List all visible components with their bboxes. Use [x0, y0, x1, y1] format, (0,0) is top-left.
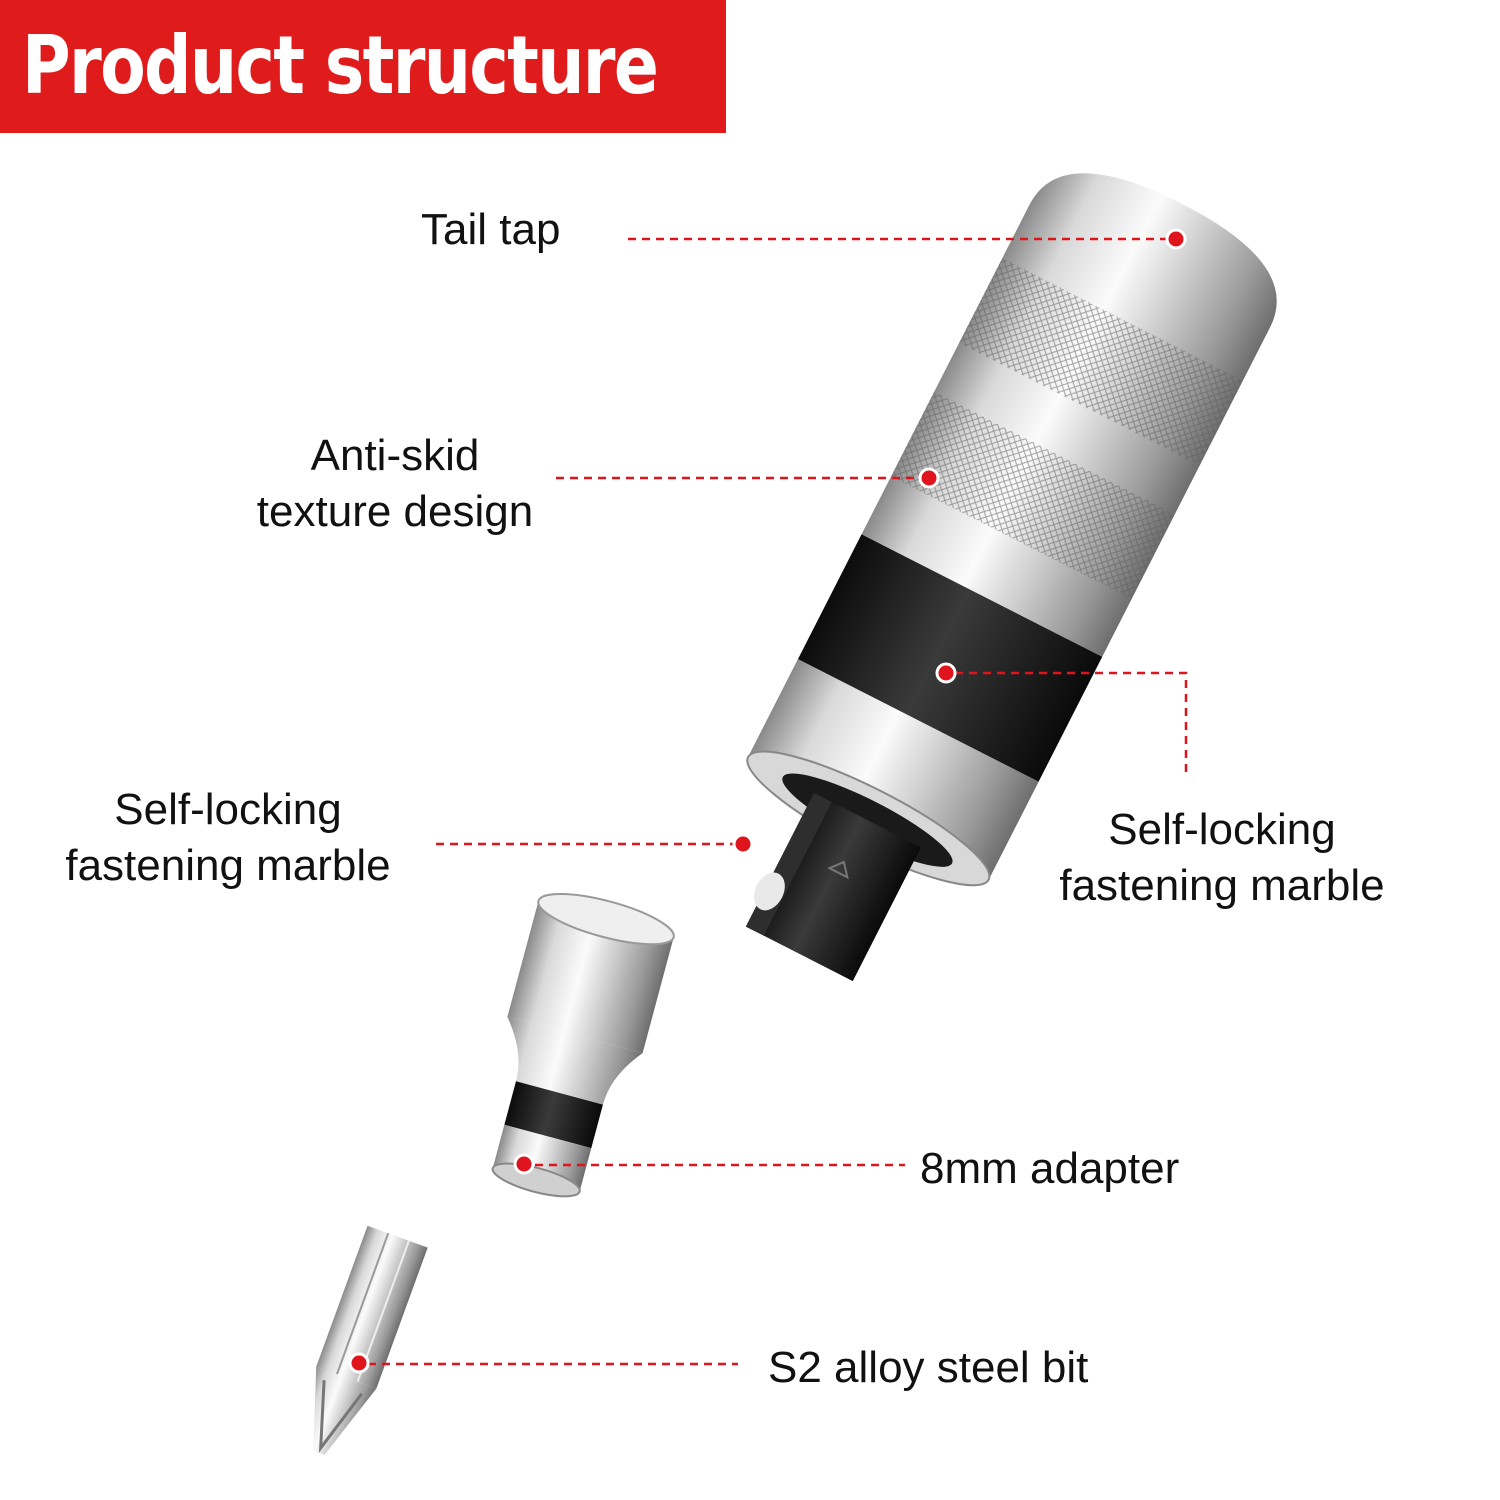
marker-anti-skid: [918, 467, 940, 489]
marker-tail-tap: [1165, 228, 1187, 250]
callout-marble-right: Self-locking fastening marble: [1032, 802, 1412, 914]
callout-text: Tail tap: [421, 205, 561, 254]
callout-text: Anti-skid: [310, 431, 480, 480]
callout-text: fastening marble: [65, 841, 391, 890]
screwdriver-handle: [745, 173, 1277, 982]
callout-text: texture design: [256, 487, 534, 536]
callout-text: 8mm adapter: [920, 1144, 1180, 1193]
steel-bit: [313, 1225, 428, 1455]
marker-marble-left: [732, 833, 754, 855]
callout-anti-skid: Anti-skid texture design: [234, 428, 556, 540]
adapter-socket: [491, 892, 675, 1198]
square-drive: [745, 792, 921, 982]
knurl-band-upper: [959, 258, 1243, 466]
callout-text: Self-locking: [114, 785, 342, 834]
marker-adapter: [513, 1153, 535, 1175]
callout-tail-tap: Tail tap: [421, 202, 560, 258]
knurl-band-lower: [891, 391, 1175, 600]
marker-bit: [348, 1352, 370, 1374]
callout-text: fastening marble: [1059, 861, 1385, 910]
callout-text: Self-locking: [1108, 805, 1336, 854]
leader-marble-right: [955, 671, 1188, 778]
leader-lines: [368, 237, 1188, 1366]
black-ring: [797, 534, 1103, 782]
callout-markers: [348, 228, 1187, 1374]
callout-bit: S2 alloy steel bit: [768, 1340, 1088, 1396]
marker-marble-right: [935, 662, 957, 684]
callout-text: S2 alloy steel bit: [768, 1343, 1089, 1392]
title-banner: Product structure: [0, 0, 726, 133]
banner-title: Product structure: [22, 19, 659, 112]
callout-adapter: 8mm adapter: [920, 1141, 1179, 1197]
callout-marble-left: Self-locking fastening marble: [38, 782, 418, 894]
